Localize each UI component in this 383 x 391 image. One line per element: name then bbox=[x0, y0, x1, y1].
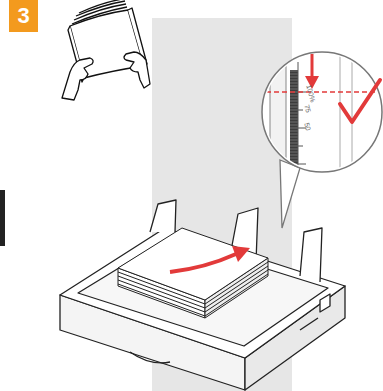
hand-part bbox=[124, 52, 150, 88]
paper-tray bbox=[60, 200, 345, 390]
fanned-paper-part bbox=[79, 0, 123, 13]
magnifier-callout-part bbox=[298, 62, 299, 180]
step-number-box: 3 bbox=[9, 0, 38, 32]
paper-stack-part bbox=[118, 266, 268, 308]
paper-tray-part bbox=[300, 318, 318, 330]
paper-stack bbox=[118, 228, 268, 318]
paper-stack-part bbox=[118, 274, 268, 316]
edge-bar bbox=[0, 190, 5, 246]
magnifier-callout-part bbox=[311, 54, 314, 78]
magnifier-callout-part bbox=[258, 91, 383, 93]
paper-tray-part bbox=[320, 294, 330, 312]
check-mark bbox=[340, 80, 380, 122]
paper-stack-part bbox=[118, 270, 268, 312]
magnifier-callout bbox=[258, 50, 383, 228]
hand-part bbox=[62, 58, 93, 100]
fanned-paper-part bbox=[72, 7, 127, 24]
insert-arrow-part bbox=[232, 246, 250, 262]
paper-tray-part bbox=[150, 200, 176, 232]
insert-arrow bbox=[170, 246, 250, 272]
hand bbox=[62, 52, 150, 100]
step-number: 3 bbox=[17, 5, 29, 27]
magnifier-callout-part bbox=[290, 70, 298, 180]
fanned-paper-part bbox=[76, 1, 125, 16]
insert-arrow-part bbox=[170, 254, 236, 272]
paper-tray-part bbox=[130, 352, 170, 363]
paper-tray-part bbox=[60, 228, 345, 358]
magnifier-callout-part bbox=[280, 160, 300, 228]
magnifier-callout-part bbox=[270, 50, 286, 180]
paper-tray-part bbox=[300, 228, 322, 282]
